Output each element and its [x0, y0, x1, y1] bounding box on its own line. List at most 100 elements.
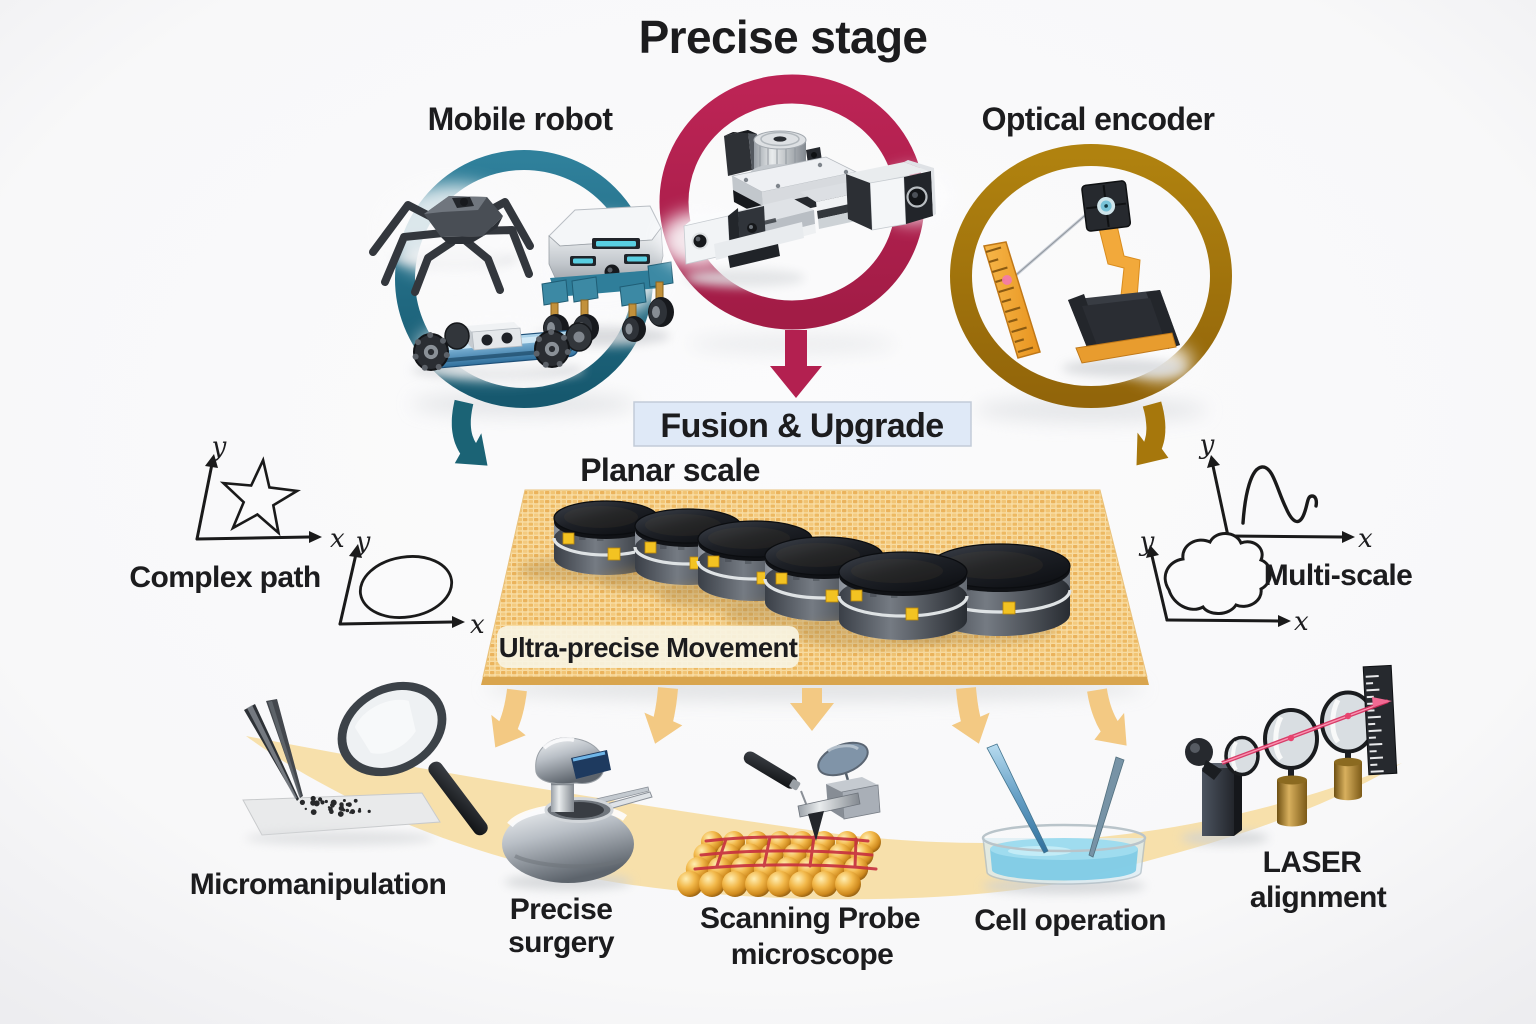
- laser-source-post: [1185, 738, 1242, 836]
- spm-label-line1: Scanning Probe: [700, 902, 920, 935]
- precise-surgery-label-line2: surgery: [508, 926, 615, 959]
- wheeled-rover: [541, 205, 674, 342]
- brass-post: [1334, 762, 1362, 801]
- planar-scale-label: Planar scale: [580, 452, 760, 488]
- arrow-to-cell: [951, 687, 990, 744]
- puck-marker: [775, 572, 788, 585]
- puck-top-reflection: [943, 551, 1043, 579]
- spm-cantilever: [797, 792, 861, 818]
- optical-encoder-ring: [950, 144, 1232, 408]
- star-path-shape: [219, 456, 301, 537]
- stage-shadow: [685, 269, 805, 287]
- encoder-to-plane-arrow: [1136, 401, 1169, 466]
- mover-puck-6: [794, 551, 969, 649]
- laser-alignment-label-line1: LASER: [1263, 846, 1363, 879]
- wave-curve: [1241, 465, 1319, 525]
- xy-stage: [683, 130, 936, 268]
- atom-sphere: [677, 871, 703, 897]
- puck-marker: [905, 607, 919, 621]
- mobile-to-plane-arrow: [451, 399, 488, 466]
- laser-alignment-icon: [1181, 664, 1398, 845]
- puck-top-reflection: [564, 506, 638, 528]
- laser-beam: [1221, 697, 1392, 765]
- cell-operation-icon: [981, 743, 1147, 894]
- spm-lattice-lines: [693, 835, 878, 871]
- atom-sphere: [767, 871, 793, 897]
- movement-label-plate: [497, 626, 799, 668]
- petri-dish: [981, 823, 1147, 885]
- precise-stage-node: [659, 74, 950, 354]
- puck-marker: [825, 589, 839, 603]
- puck-top-reflection: [776, 543, 860, 567]
- arrow-to-laser: [1087, 688, 1127, 746]
- movement-label: Ultra-precise Movement: [499, 632, 798, 663]
- complex-path-label: Complex path: [129, 561, 320, 594]
- brass-post: [1277, 780, 1307, 827]
- axis-labels: y x y x y x y x: [211, 430, 1373, 640]
- axis-y-label: y: [1199, 430, 1215, 460]
- puck-top-reflection: [851, 559, 943, 583]
- surgery-head: [535, 737, 611, 785]
- ellipse-axes: [338, 544, 465, 628]
- encoder-base: [1068, 290, 1180, 364]
- multi-scale-diagram: [1146, 455, 1355, 627]
- mobile-robot-node: [369, 150, 674, 416]
- atom-sphere: [835, 871, 861, 897]
- micromanipulation-label: Micromanipulation: [190, 868, 446, 901]
- star-axes: [195, 454, 322, 543]
- axis-x-label: x: [1358, 524, 1373, 554]
- optical-encoder-node: [950, 144, 1232, 422]
- puck-top-reflection: [708, 527, 790, 549]
- axis-y-label: y: [1139, 527, 1155, 557]
- encoder-device: [983, 180, 1180, 364]
- encoder-shadow: [1062, 359, 1186, 377]
- atom-sphere: [789, 871, 815, 897]
- atom-sphere: [812, 871, 838, 897]
- cell-operation-label: Cell operation: [974, 904, 1166, 937]
- precise-surgery-label-line1: Precise: [510, 893, 613, 926]
- axis-y-label: y: [355, 527, 371, 557]
- fusion-box: [633, 401, 972, 447]
- fusion-arrow: [770, 330, 822, 398]
- arrow-to-surgery: [644, 687, 683, 744]
- spider-robot: [369, 196, 534, 296]
- surgery-robot-icon: [502, 737, 653, 890]
- mobile-robot-label: Mobile robot: [428, 101, 614, 137]
- micromanipulation-icon: [242, 681, 488, 845]
- complex-path-diagram: [195, 454, 465, 628]
- magnifier: [337, 681, 488, 836]
- atom-sphere: [745, 871, 771, 897]
- puck-marker: [850, 589, 863, 602]
- puck-divider: [837, 595, 969, 618]
- spm-probe: [743, 741, 881, 841]
- tweezers: [244, 699, 303, 801]
- atom-sphere: [722, 871, 748, 897]
- axis-x-label: x: [1294, 607, 1309, 637]
- spm-label-line2: microscope: [731, 938, 893, 971]
- spm-icon: [677, 741, 881, 897]
- pipettes: [986, 743, 1125, 858]
- flat-robot: [412, 322, 593, 371]
- arrow-to-spm: [790, 688, 834, 731]
- spm-laser-pen: [743, 751, 798, 789]
- arrow-to-micromanipulation: [491, 688, 527, 748]
- axis-x-label: x: [330, 524, 345, 554]
- figure-title: Precise stage: [639, 11, 928, 63]
- laser-ruler-screen: [1362, 664, 1398, 776]
- puck-top-reflection: [645, 514, 721, 536]
- wave-axes: [1207, 455, 1355, 543]
- axis-y-label: y: [211, 432, 227, 462]
- flat-robot-camera: [466, 322, 523, 351]
- mecanum-wheels: [412, 322, 593, 371]
- optical-encoder-label: Optical encoder: [982, 101, 1215, 137]
- puck-top: [838, 551, 968, 593]
- plane-edge: [481, 677, 1149, 685]
- puck-marker: [1002, 601, 1016, 615]
- fusion-label: Fusion & Upgrade: [660, 407, 943, 445]
- axis-x-label: x: [470, 610, 485, 640]
- encoder-read-head: [1081, 180, 1132, 232]
- application-arrows: [491, 687, 1127, 748]
- laser-alignment-label-line2: alignment: [1250, 881, 1387, 914]
